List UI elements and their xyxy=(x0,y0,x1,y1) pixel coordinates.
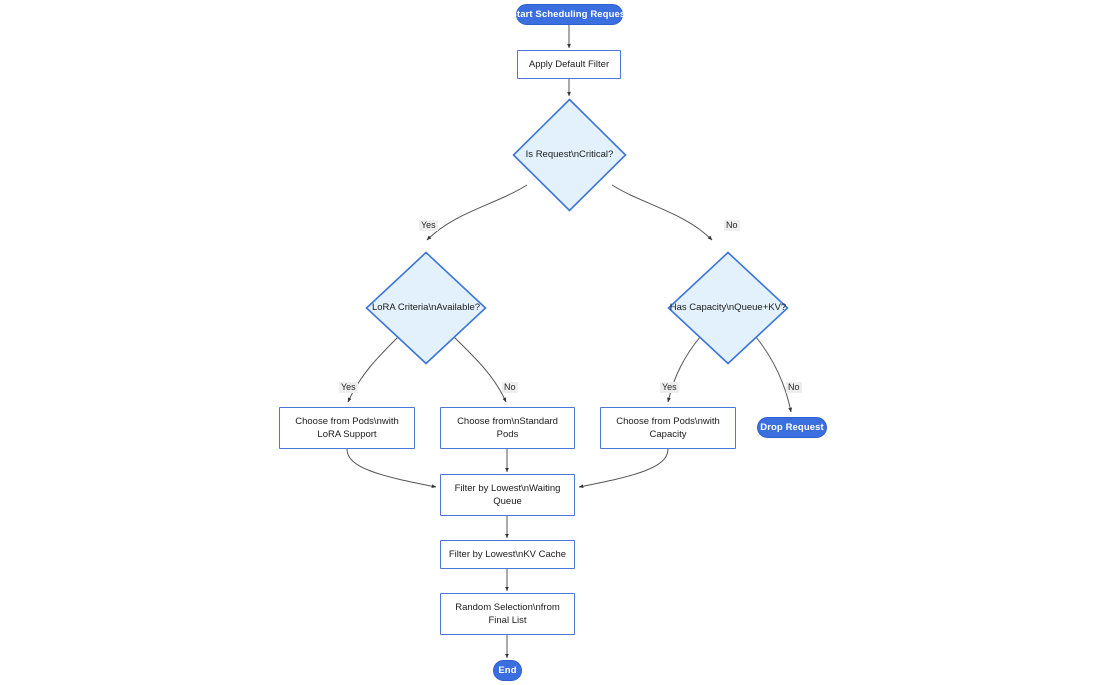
node-choose-pods-capacity-label: Choose from Pods\nwith Capacity xyxy=(616,416,720,440)
node-filter-lowest-waiting-queue-label: Filter by Lowest\nWaiting Queue xyxy=(454,483,561,507)
node-filter-lowest-kv-cache[interactable]: Filter by Lowest\nKV Cache xyxy=(440,540,575,569)
diamond-shape xyxy=(667,251,789,365)
node-filter-lowest-kv-cache-label: Filter by Lowest\nKV Cache xyxy=(448,549,567,560)
edge-label-is-critical-yes: Yes xyxy=(419,220,438,231)
edge-label-is-critical-no: No xyxy=(724,220,740,231)
node-start[interactable]: Start Scheduling Request xyxy=(511,4,628,25)
edge-label-has-capacity-yes: Yes xyxy=(660,382,679,393)
edge-label-lora-criteria-no: No xyxy=(502,382,518,393)
node-choose-pods-lora-support-label: Choose from Pods\nwith LoRA Support xyxy=(295,416,399,440)
node-random-selection-final-list-label: Random Selection\nfrom Final List xyxy=(455,602,560,626)
node-start-label: Start Scheduling Request xyxy=(510,9,629,20)
node-lora-criteria-available[interactable]: LoRA Criteria\nAvailable? xyxy=(365,251,487,365)
node-is-request-critical[interactable]: Is Request\nCritical? xyxy=(512,98,627,212)
node-choose-standard-pods[interactable]: Choose from\nStandard Pods xyxy=(440,407,575,449)
node-lora-criteria-available-label: LoRA Criteria\nAvailable? xyxy=(371,302,481,313)
node-random-selection-final-list[interactable]: Random Selection\nfrom Final List xyxy=(440,593,575,635)
node-has-capacity[interactable]: Has Capacity\nQueue+KV? xyxy=(667,251,789,365)
node-choose-pods-lora-support[interactable]: Choose from Pods\nwith LoRA Support xyxy=(279,407,415,449)
node-choose-standard-pods-label: Choose from\nStandard Pods xyxy=(457,416,558,440)
node-has-capacity-label: Has Capacity\nQueue+KV? xyxy=(669,302,787,313)
node-end-label: End xyxy=(498,665,517,676)
diamond-shape xyxy=(365,251,487,365)
node-apply-default-filter-label: Apply Default Filter xyxy=(528,59,610,70)
edge-label-lora-criteria-yes: Yes xyxy=(339,382,358,393)
node-choose-pods-capacity[interactable]: Choose from Pods\nwith Capacity xyxy=(600,407,736,449)
node-apply-default-filter[interactable]: Apply Default Filter xyxy=(517,50,621,79)
node-filter-lowest-waiting-queue[interactable]: Filter by Lowest\nWaiting Queue xyxy=(440,474,575,516)
node-end[interactable]: End xyxy=(493,660,522,681)
node-is-request-critical-label: Is Request\nCritical? xyxy=(525,149,614,160)
node-drop-request-label: Drop Request xyxy=(760,422,824,433)
node-drop-request[interactable]: Drop Request xyxy=(757,417,827,438)
edge-label-has-capacity-no: No xyxy=(786,382,802,393)
diamond-shape xyxy=(512,98,627,212)
